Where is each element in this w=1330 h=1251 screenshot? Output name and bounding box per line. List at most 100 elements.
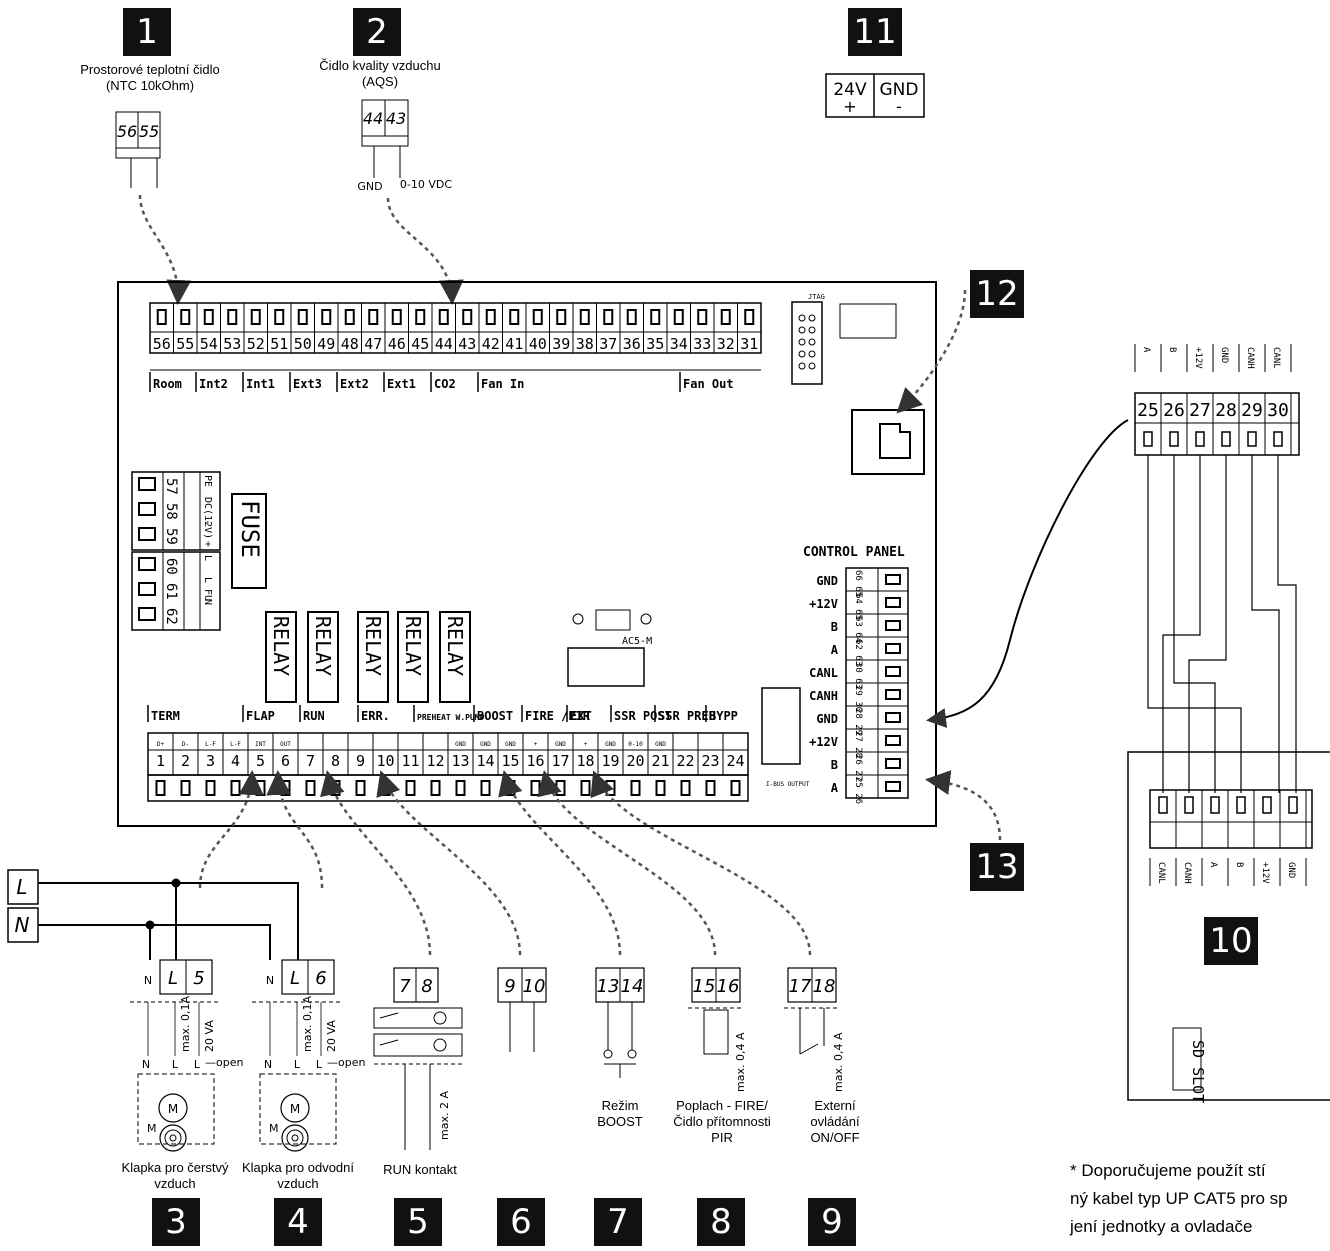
bottom-terminal-screw	[330, 780, 341, 796]
control-panel-number: 26 27	[853, 754, 863, 781]
ac5m-connector	[567, 647, 645, 687]
bottom-terminal-sub: OUT	[280, 741, 291, 748]
aqs-term-43: 43	[386, 109, 406, 128]
top-group-label: Int1	[246, 377, 275, 391]
top-group-label: Ext2	[340, 377, 369, 391]
svg-text:M: M	[290, 1102, 300, 1116]
bottom-terminal-sub: GND	[505, 741, 516, 748]
device-terminal-number: 9	[504, 976, 515, 997]
panel-top-label: B	[1167, 347, 1177, 352]
top-terminal-number: 53	[223, 335, 241, 353]
room-sensor-sub: (NTC 10kOhm)	[105, 78, 195, 93]
top-terminal-screw	[156, 309, 167, 325]
top-group-label: Int2	[199, 377, 228, 391]
top-terminal-screw	[532, 309, 543, 325]
bottom-terminal-number: 1	[156, 752, 165, 770]
control-panel-label: A	[831, 781, 839, 795]
top-terminal-number: 38	[576, 335, 594, 353]
power-minus: -	[896, 97, 902, 116]
aqs-sensor-sub: (AQS)	[361, 74, 399, 89]
device-terminal-number: 17	[789, 976, 812, 997]
top-terminal-screw	[603, 309, 614, 325]
svg-text:M: M	[269, 1122, 279, 1135]
bottom-terminal-number: 18	[576, 752, 594, 770]
side-terminal-number: 57	[163, 478, 179, 495]
top-terminal-number: 36	[623, 335, 641, 353]
badge-12: 12	[970, 270, 1024, 318]
control-panel-number: 28 29	[853, 708, 863, 735]
run-caption: RUN kontakt	[383, 1162, 457, 1177]
bottom-terminal-screw	[680, 780, 691, 796]
top-group-label: Ext1	[387, 377, 416, 391]
relay-label: RELAY	[269, 616, 293, 676]
control-panel-label: B	[831, 758, 838, 772]
top-terminal-screw	[274, 309, 285, 325]
fuse-label: FUSE	[236, 500, 264, 558]
bottom-terminal-screw	[280, 780, 291, 796]
flap1-caption: Klapka pro čerstvý vzduch	[121, 1160, 229, 1191]
side-terminal-number: 59	[163, 528, 179, 545]
top-terminal-screw	[673, 309, 684, 325]
panel-top-number: 30	[1267, 400, 1289, 421]
power-terminal: 24V + GND -	[825, 73, 925, 118]
control-panel-number: 63 64	[853, 616, 863, 643]
bottom-terminal-number: 5	[256, 752, 265, 770]
bottom-terminal-number: 23	[701, 752, 719, 770]
top-terminal-number: 40	[529, 335, 547, 353]
room-term-56: 56	[117, 122, 137, 141]
bottom-terminal-screw	[480, 780, 491, 796]
ibus-label: I-BUS OUTPUT	[766, 781, 810, 788]
bottom-terminal-sub: +	[534, 741, 538, 748]
bottom-group-label: BYPP	[709, 709, 738, 723]
room-sensor-title: Prostorové teplotní čidlo	[80, 62, 220, 77]
top-group-label: Fan In	[481, 377, 524, 391]
bottom-terminal-sub: L-F	[230, 741, 241, 748]
top-terminal-number: 51	[270, 335, 288, 353]
device-terminal-number: 16	[717, 976, 740, 997]
svg-text:20 VA: 20 VA	[325, 1020, 338, 1052]
bottom-group-label: SSR PREH	[658, 709, 716, 723]
device-terminal-number: 13	[597, 976, 620, 997]
jtag-connector	[791, 301, 823, 385]
svg-text:max. 0,1A: max. 0,1A	[179, 996, 192, 1052]
control-panel-number: 66 65	[853, 570, 863, 597]
svg-text:L: L	[290, 968, 300, 989]
power-gnd: GND	[880, 80, 919, 100]
bottom-terminal-number: 4	[231, 752, 240, 770]
aqs-gnd-label: GND	[357, 180, 382, 193]
top-terminal-screw	[250, 309, 261, 325]
side-terminal-number: 60	[163, 558, 179, 575]
panel-top-number: 27	[1189, 400, 1211, 421]
svg-text:5: 5	[193, 968, 204, 989]
control-panel-title: CONTROL PANEL	[803, 545, 905, 560]
top-terminal-screw	[697, 309, 708, 325]
control-panel-label: B	[831, 620, 838, 634]
svg-text:L: L	[194, 1058, 201, 1071]
panel-top-number: 28	[1215, 400, 1237, 421]
bottom-terminal-screw	[630, 780, 641, 796]
top-terminal-screw	[509, 309, 520, 325]
side-terminal-label: PE	[202, 475, 213, 487]
ibus-connector	[761, 687, 801, 765]
top-terminal-screw	[415, 309, 426, 325]
top-terminal-number: 35	[646, 335, 664, 353]
bottom-terminal-number: 17	[551, 752, 569, 770]
bottom-terminal-number: 24	[726, 752, 744, 770]
top-terminal-number: 41	[505, 335, 523, 353]
top-terminal-number: 39	[552, 335, 570, 353]
badge-1: 1	[123, 8, 171, 56]
svg-text:L: L	[294, 1058, 301, 1071]
bottom-terminal-screw	[305, 780, 316, 796]
top-terminal-number: 45	[411, 335, 429, 353]
side-terminal-label: N	[202, 599, 213, 605]
bottom-terminal-screw	[730, 780, 741, 796]
bottom-terminal-number: 16	[526, 752, 544, 770]
top-terminal-number: 50	[294, 335, 312, 353]
footnote-line-3: jení jednotky a ovladače	[1070, 1217, 1253, 1236]
svg-text:N: N	[266, 974, 274, 987]
side-terminal-number: 62	[163, 608, 179, 625]
top-terminal-number: 56	[153, 335, 171, 353]
